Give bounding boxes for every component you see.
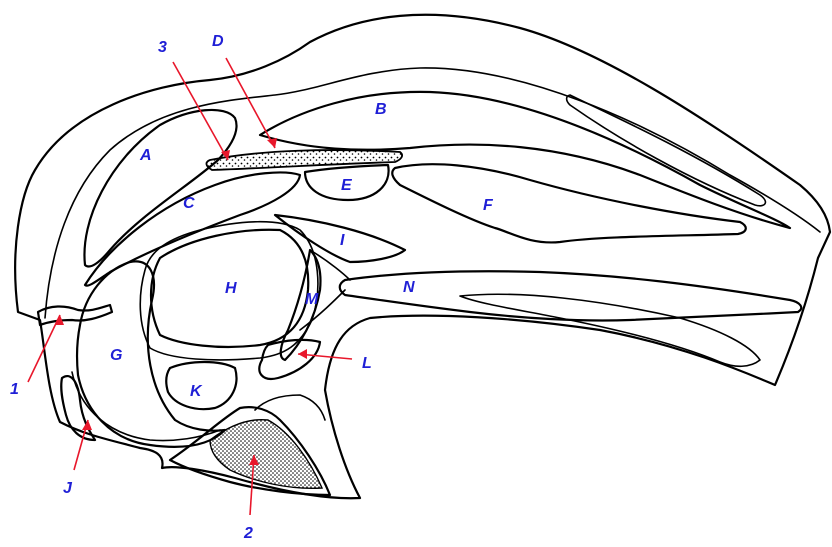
label-I: I (340, 232, 345, 249)
arrow-L (298, 349, 352, 359)
label-L: L (362, 355, 372, 372)
label-A: A (139, 147, 152, 164)
label-G: G (110, 347, 122, 364)
arrow-1 (28, 315, 64, 382)
arrow-J (74, 420, 92, 470)
label-D: D (212, 33, 224, 50)
label-1: 1 (10, 381, 19, 398)
label-K: K (190, 383, 203, 400)
label-F: F (483, 197, 494, 214)
label-M: M (305, 291, 319, 308)
roof-curve (45, 68, 820, 318)
region-D-strip (206, 150, 402, 170)
label-C: C (183, 195, 195, 212)
label-N: N (403, 279, 415, 296)
region-N-inner (460, 294, 760, 366)
region-2-dotted (210, 420, 322, 489)
label-J: J (63, 480, 73, 497)
label-H: H (225, 280, 237, 297)
region-L (259, 340, 320, 379)
region-B-inner (567, 95, 766, 206)
channel-1 (38, 305, 112, 325)
label-E: E (341, 177, 353, 194)
region-F (392, 164, 745, 242)
outer-outline (15, 15, 830, 498)
label-3: 3 (158, 39, 167, 56)
lower-connector (255, 395, 325, 420)
label-2: 2 (243, 525, 253, 542)
label-B: B (375, 101, 387, 118)
